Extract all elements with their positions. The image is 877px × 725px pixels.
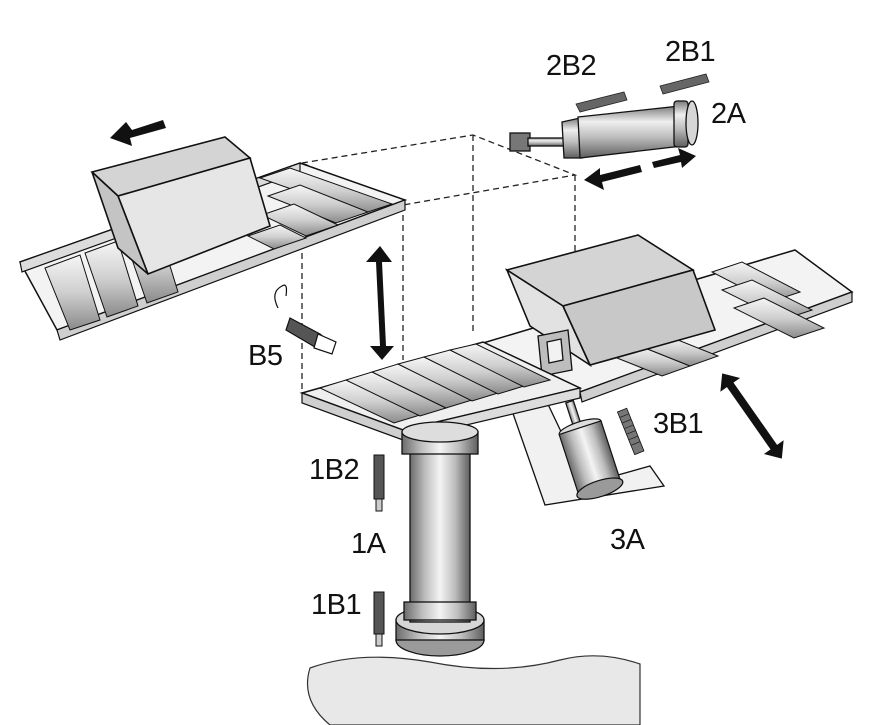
right-package-box [505, 234, 717, 368]
label-1b2: 1B2 [309, 454, 360, 486]
left-conveyor [18, 162, 408, 341]
label-1b1: 1B1 [311, 589, 362, 621]
label-3a: 3A [610, 524, 645, 556]
pusher-travel-arrow [584, 148, 696, 190]
label-3b1: 3B1 [653, 408, 704, 440]
left-direction-arrow [110, 120, 166, 146]
label-2b2: 2B2 [546, 50, 597, 82]
sensor-2b1 [659, 73, 710, 95]
label-2a: 2A [711, 98, 746, 130]
sensor-2b2 [575, 91, 628, 113]
tilt-cylinder-3a [558, 399, 624, 500]
lift-travel-arrow [366, 246, 394, 360]
sensor-1b2 [373, 454, 385, 512]
left-package-box [90, 136, 271, 276]
sensor-1b1 [373, 591, 385, 647]
sensor-b5 [274, 284, 337, 355]
lift-cylinder-1a [395, 421, 485, 657]
label-2b1: 2B1 [665, 36, 716, 68]
label-1a: 1A [351, 528, 386, 560]
pusher-cylinder-2a [509, 100, 699, 159]
stop-plate [537, 329, 573, 377]
sensor-3b1 [616, 407, 645, 456]
ground-floor [306, 655, 641, 725]
tilt-travel-arrow [720, 373, 784, 459]
label-b5: B5 [248, 340, 283, 372]
